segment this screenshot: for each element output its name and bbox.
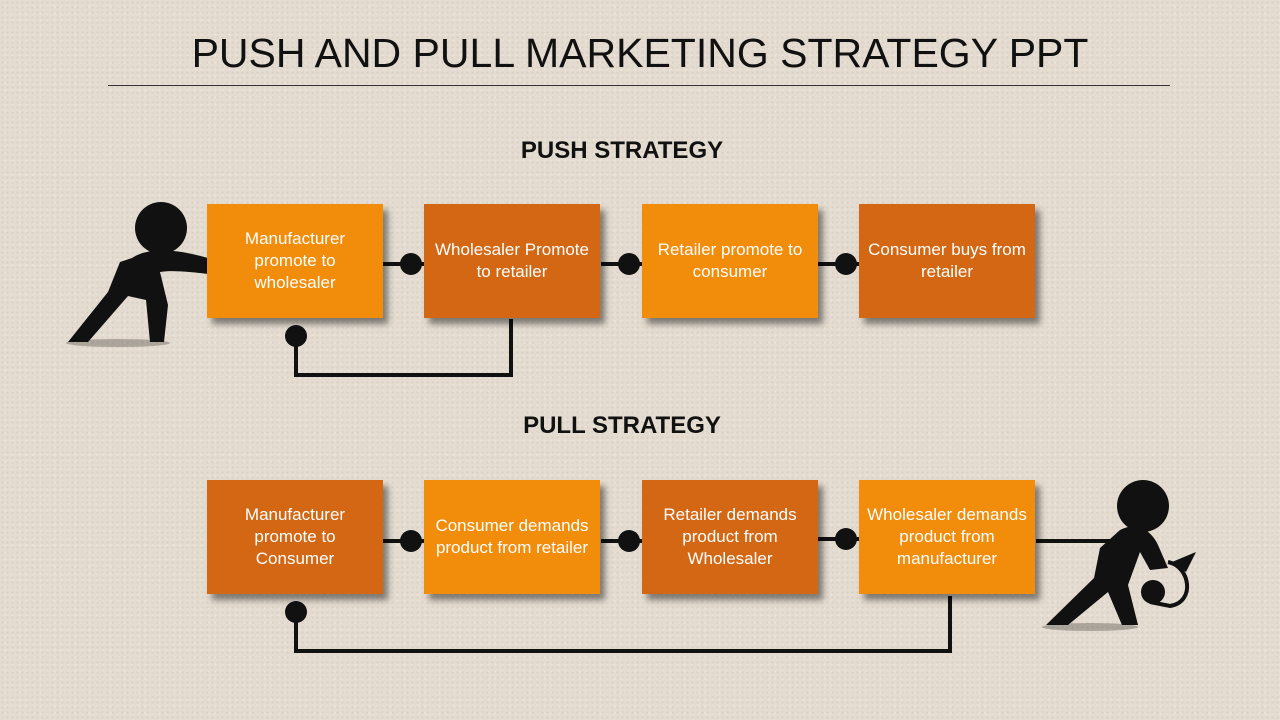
pull-step-consumer: Consumer demands product from retailer <box>424 480 600 594</box>
pull-connector-dot-2 <box>618 530 640 552</box>
push-feedback-loop <box>294 319 513 377</box>
pull-step-wholesaler: Wholesaler demands product from manufact… <box>859 480 1035 594</box>
pull-feedback-dot <box>285 601 307 623</box>
pull-step-retailer: Retailer demands product from Wholesaler <box>642 480 818 594</box>
title-divider <box>108 85 1170 86</box>
push-feedback-dot <box>285 325 307 347</box>
pull-step-manufacturer: Manufacturer promote to Consumer <box>207 480 383 594</box>
pull-connectors <box>285 528 1130 653</box>
push-connectors <box>285 253 859 377</box>
person-pushing-icon <box>66 202 208 347</box>
push-strategy-heading: PUSH STRATEGY <box>520 137 724 164</box>
push-connector-dot-2 <box>618 253 640 275</box>
push-step-manufacturer: Manufacturer promote to wholesaler <box>207 204 383 318</box>
person-pulling-icon <box>1042 480 1196 631</box>
pull-feedback-loop <box>294 596 952 653</box>
pull-strategy-heading: PULL STRATEGY <box>523 412 721 439</box>
pull-connector-dot-1 <box>400 530 422 552</box>
push-connector-dot-1 <box>400 253 422 275</box>
pull-connector-dot-3 <box>835 528 857 550</box>
push-step-wholesaler: Wholesaler Promote to retailer <box>424 204 600 318</box>
push-connector-dot-3 <box>835 253 857 275</box>
page-title: PUSH AND PULL MARKETING STRATEGY PPT <box>191 30 1089 76</box>
push-step-retailer: Retailer promote to consumer <box>642 204 818 318</box>
push-step-consumer: Consumer buys from retailer <box>859 204 1035 318</box>
